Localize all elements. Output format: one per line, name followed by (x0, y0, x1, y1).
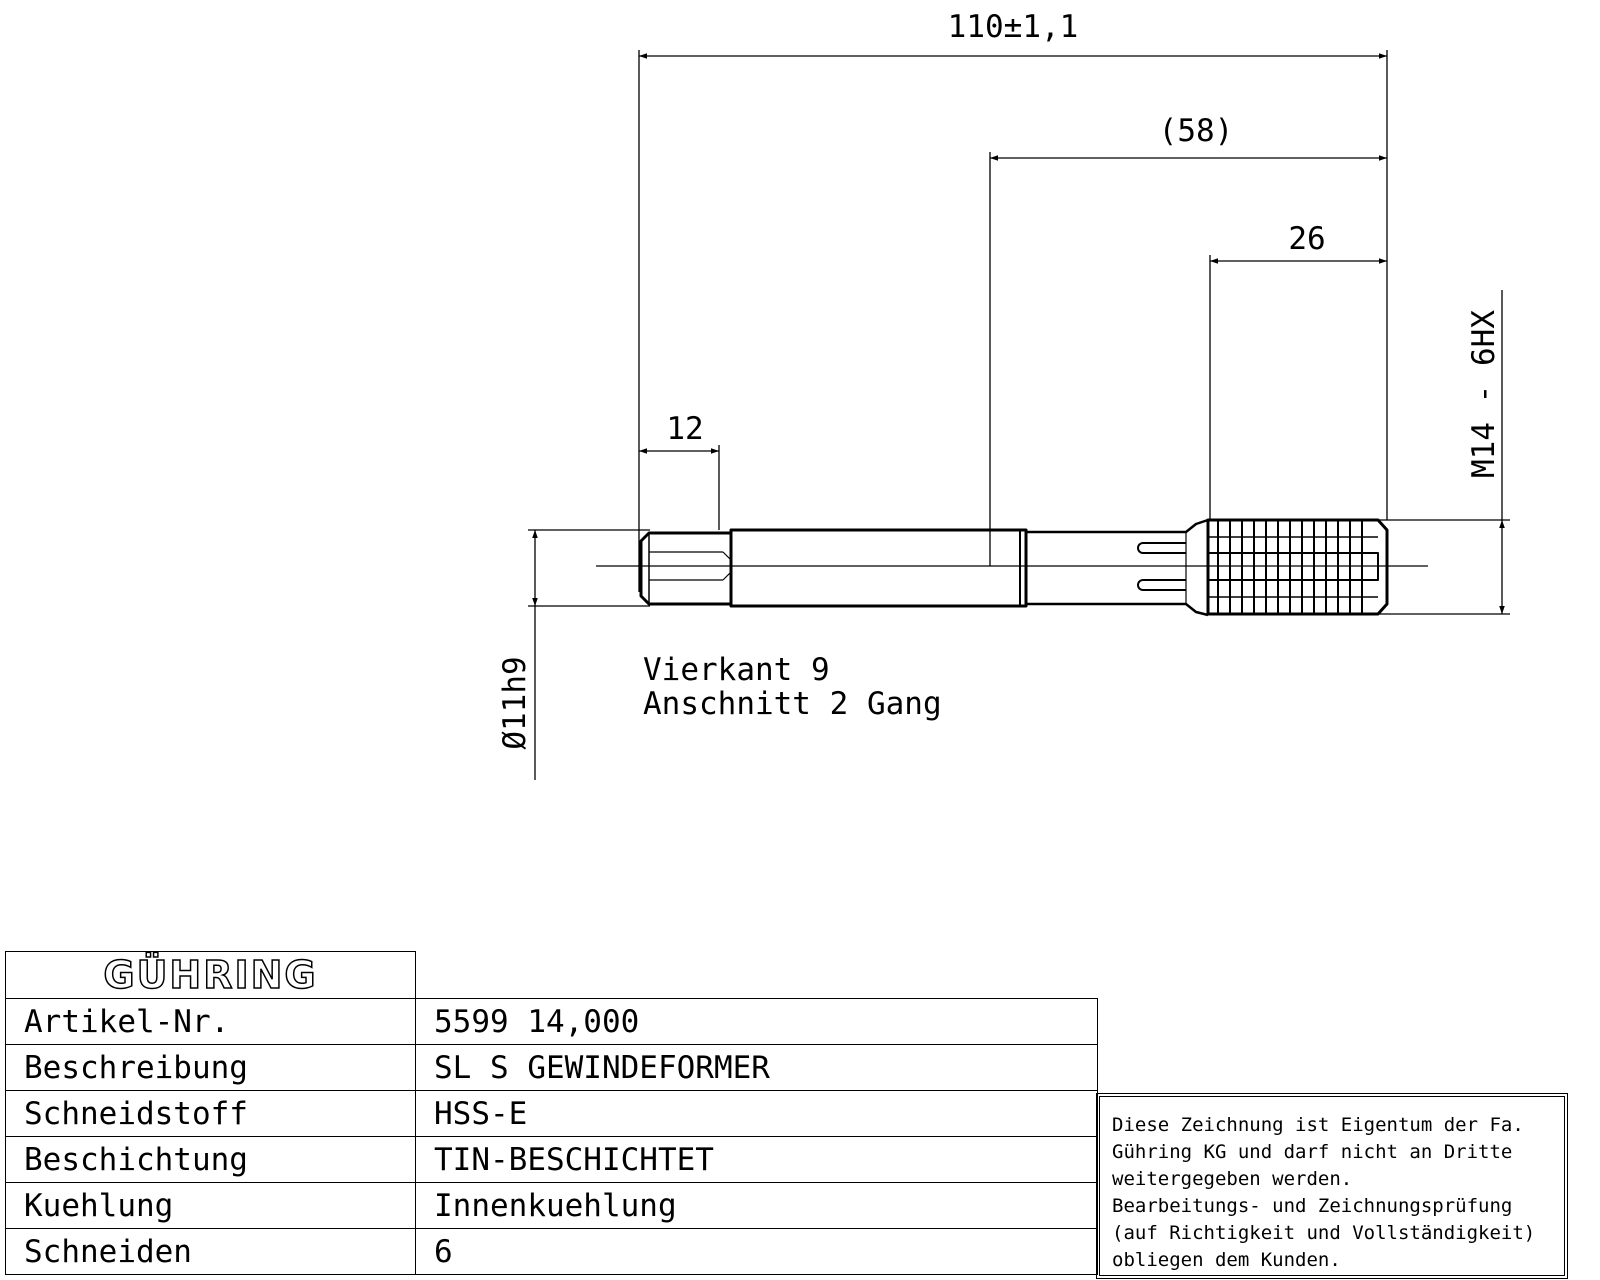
thread-size-label: M14 - 6HX (1466, 310, 1502, 478)
tap-outline (639, 518, 1389, 617)
table-row: Schneidstoff HSS-E (5, 1090, 1098, 1137)
neck (1026, 518, 1209, 617)
shank-diameter-label: Ø11h9 (497, 656, 533, 749)
row-value: 5599 14,000 (415, 998, 1098, 1045)
notice-line: Bearbeitungs- und Zeichnungsprüfung (1112, 1195, 1513, 1217)
thread-section (1206, 518, 1389, 616)
guehring-logo: GÜHRING (103, 952, 318, 998)
row-value: Innenkuehlung (415, 1182, 1098, 1229)
row-value: HSS-E (415, 1090, 1098, 1137)
notice-line: (auf Richtigkeit und Vollständigkeit) (1112, 1222, 1536, 1244)
logo-cell: GÜHRING (5, 951, 416, 999)
row-label: Schneiden (5, 1228, 416, 1275)
row-value: TIN-BESCHICHTET (415, 1136, 1098, 1183)
table-row: Beschichtung TIN-BESCHICHTET (5, 1136, 1098, 1183)
table-row: Artikel-Nr. 5599 14,000 (5, 998, 1098, 1045)
title-block: GÜHRING Artikel-Nr. 5599 14,000 Beschrei… (5, 951, 1098, 1275)
table-row: Schneiden 6 (5, 1228, 1098, 1275)
table-row: Beschreibung SL S GEWINDEFORMER (5, 1044, 1098, 1091)
shank-length-label: (58) (1159, 113, 1234, 149)
notice-line: obliegen dem Kunden. (1112, 1249, 1341, 1271)
notice-line: weitergegeben werden. (1112, 1168, 1353, 1190)
row-label: Beschreibung (5, 1044, 416, 1091)
flute-lower (1137, 579, 1186, 591)
shank (729, 528, 1028, 608)
row-label: Schneidstoff (5, 1090, 416, 1137)
table-row: Kuehlung Innenkuehlung (5, 1182, 1098, 1229)
row-value: SL S GEWINDEFORMER (415, 1044, 1098, 1091)
notice-line: Diese Zeichnung ist Eigentum der Fa. (1112, 1114, 1524, 1136)
overall-length-label: 110±1,1 (948, 9, 1079, 45)
square-length-label: 12 (666, 411, 703, 447)
row-value: 6 (415, 1228, 1098, 1275)
dimension-lines (532, 53, 1505, 614)
row-label: Artikel-Nr. (5, 998, 416, 1045)
note-anschnitt: Anschnitt 2 Gang (643, 686, 942, 722)
square-drive (639, 531, 733, 606)
notice-line: Gühring KG und darf nicht an Dritte (1112, 1141, 1513, 1163)
note-vierkant: Vierkant 9 (643, 652, 830, 688)
thread-crests (1217, 520, 1363, 614)
flute-upper (1137, 542, 1186, 554)
row-label: Beschichtung (5, 1136, 416, 1183)
thread-length-label: 26 (1288, 221, 1325, 257)
row-label: Kuehlung (5, 1182, 416, 1229)
ownership-notice: Diese Zeichnung ist Eigentum der Fa. Güh… (1096, 1093, 1568, 1279)
extension-lines (528, 50, 1510, 780)
